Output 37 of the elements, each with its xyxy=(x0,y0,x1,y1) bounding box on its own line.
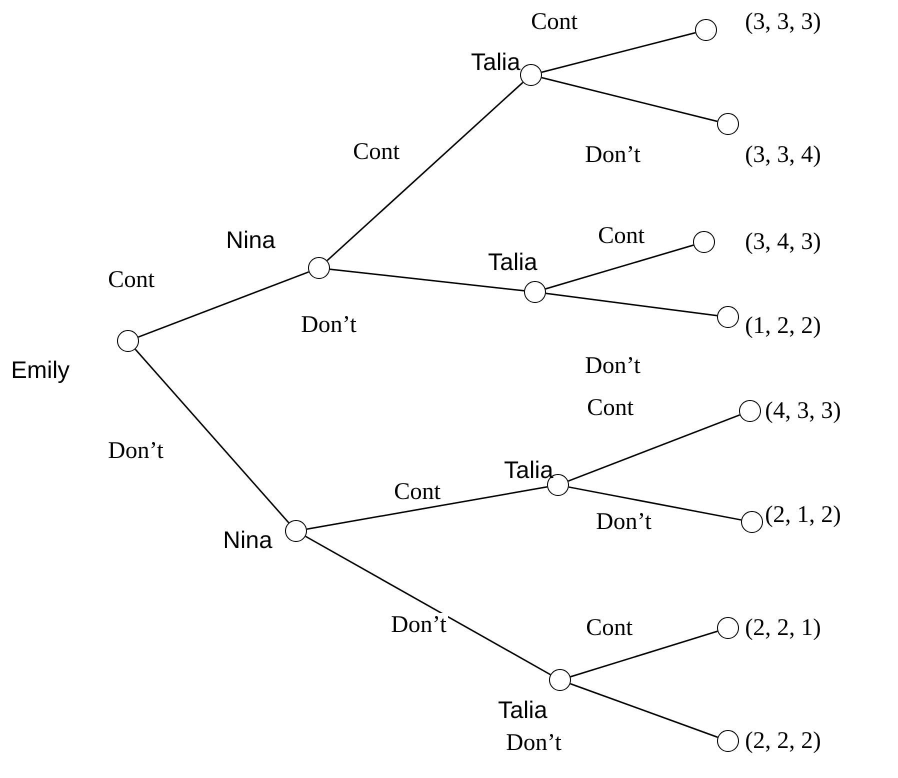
tree-branch xyxy=(138,271,309,338)
player-name: Talia xyxy=(498,699,548,723)
player-name: Nina xyxy=(223,529,272,553)
tree-branch xyxy=(541,32,696,73)
player-name: Talia xyxy=(488,251,538,275)
payoff-label: (2, 1, 2) xyxy=(765,503,841,527)
payoff-label: (2, 2, 1) xyxy=(745,616,821,640)
terminal-node xyxy=(717,113,739,135)
tree-branch xyxy=(134,348,290,524)
terminal-node xyxy=(695,19,717,41)
terminal-node xyxy=(717,730,739,752)
tree-branch xyxy=(570,683,718,738)
payoff-label: (3, 3, 3) xyxy=(745,10,821,34)
tree-branch xyxy=(568,486,742,521)
tree-branch xyxy=(546,292,718,316)
terminal-node xyxy=(741,511,763,533)
terminal-node xyxy=(717,306,739,328)
payoff-label: (3, 4, 3) xyxy=(745,230,821,254)
tree-branch xyxy=(570,630,718,678)
terminal-node xyxy=(739,400,761,422)
payoff-label: (2, 2, 2) xyxy=(745,729,821,753)
payoff-label: (4, 3, 3) xyxy=(765,399,841,423)
player-name: Talia xyxy=(471,51,520,75)
terminal-node xyxy=(717,617,739,639)
payoff-label: (1, 2, 2) xyxy=(745,314,821,338)
tree-branch xyxy=(545,244,694,290)
tree-branch xyxy=(330,268,524,292)
terminal-node xyxy=(693,231,715,253)
tree-branch xyxy=(568,414,740,482)
tree-branch xyxy=(306,486,548,530)
player-name: Talia xyxy=(504,459,554,483)
player-name: Emily xyxy=(11,359,70,383)
payoff-label: (3, 3, 4) xyxy=(745,143,821,167)
tree-branch xyxy=(542,76,718,122)
player-name: Nina xyxy=(226,229,276,253)
tree-branch xyxy=(305,536,551,676)
tree-branch xyxy=(326,82,524,262)
